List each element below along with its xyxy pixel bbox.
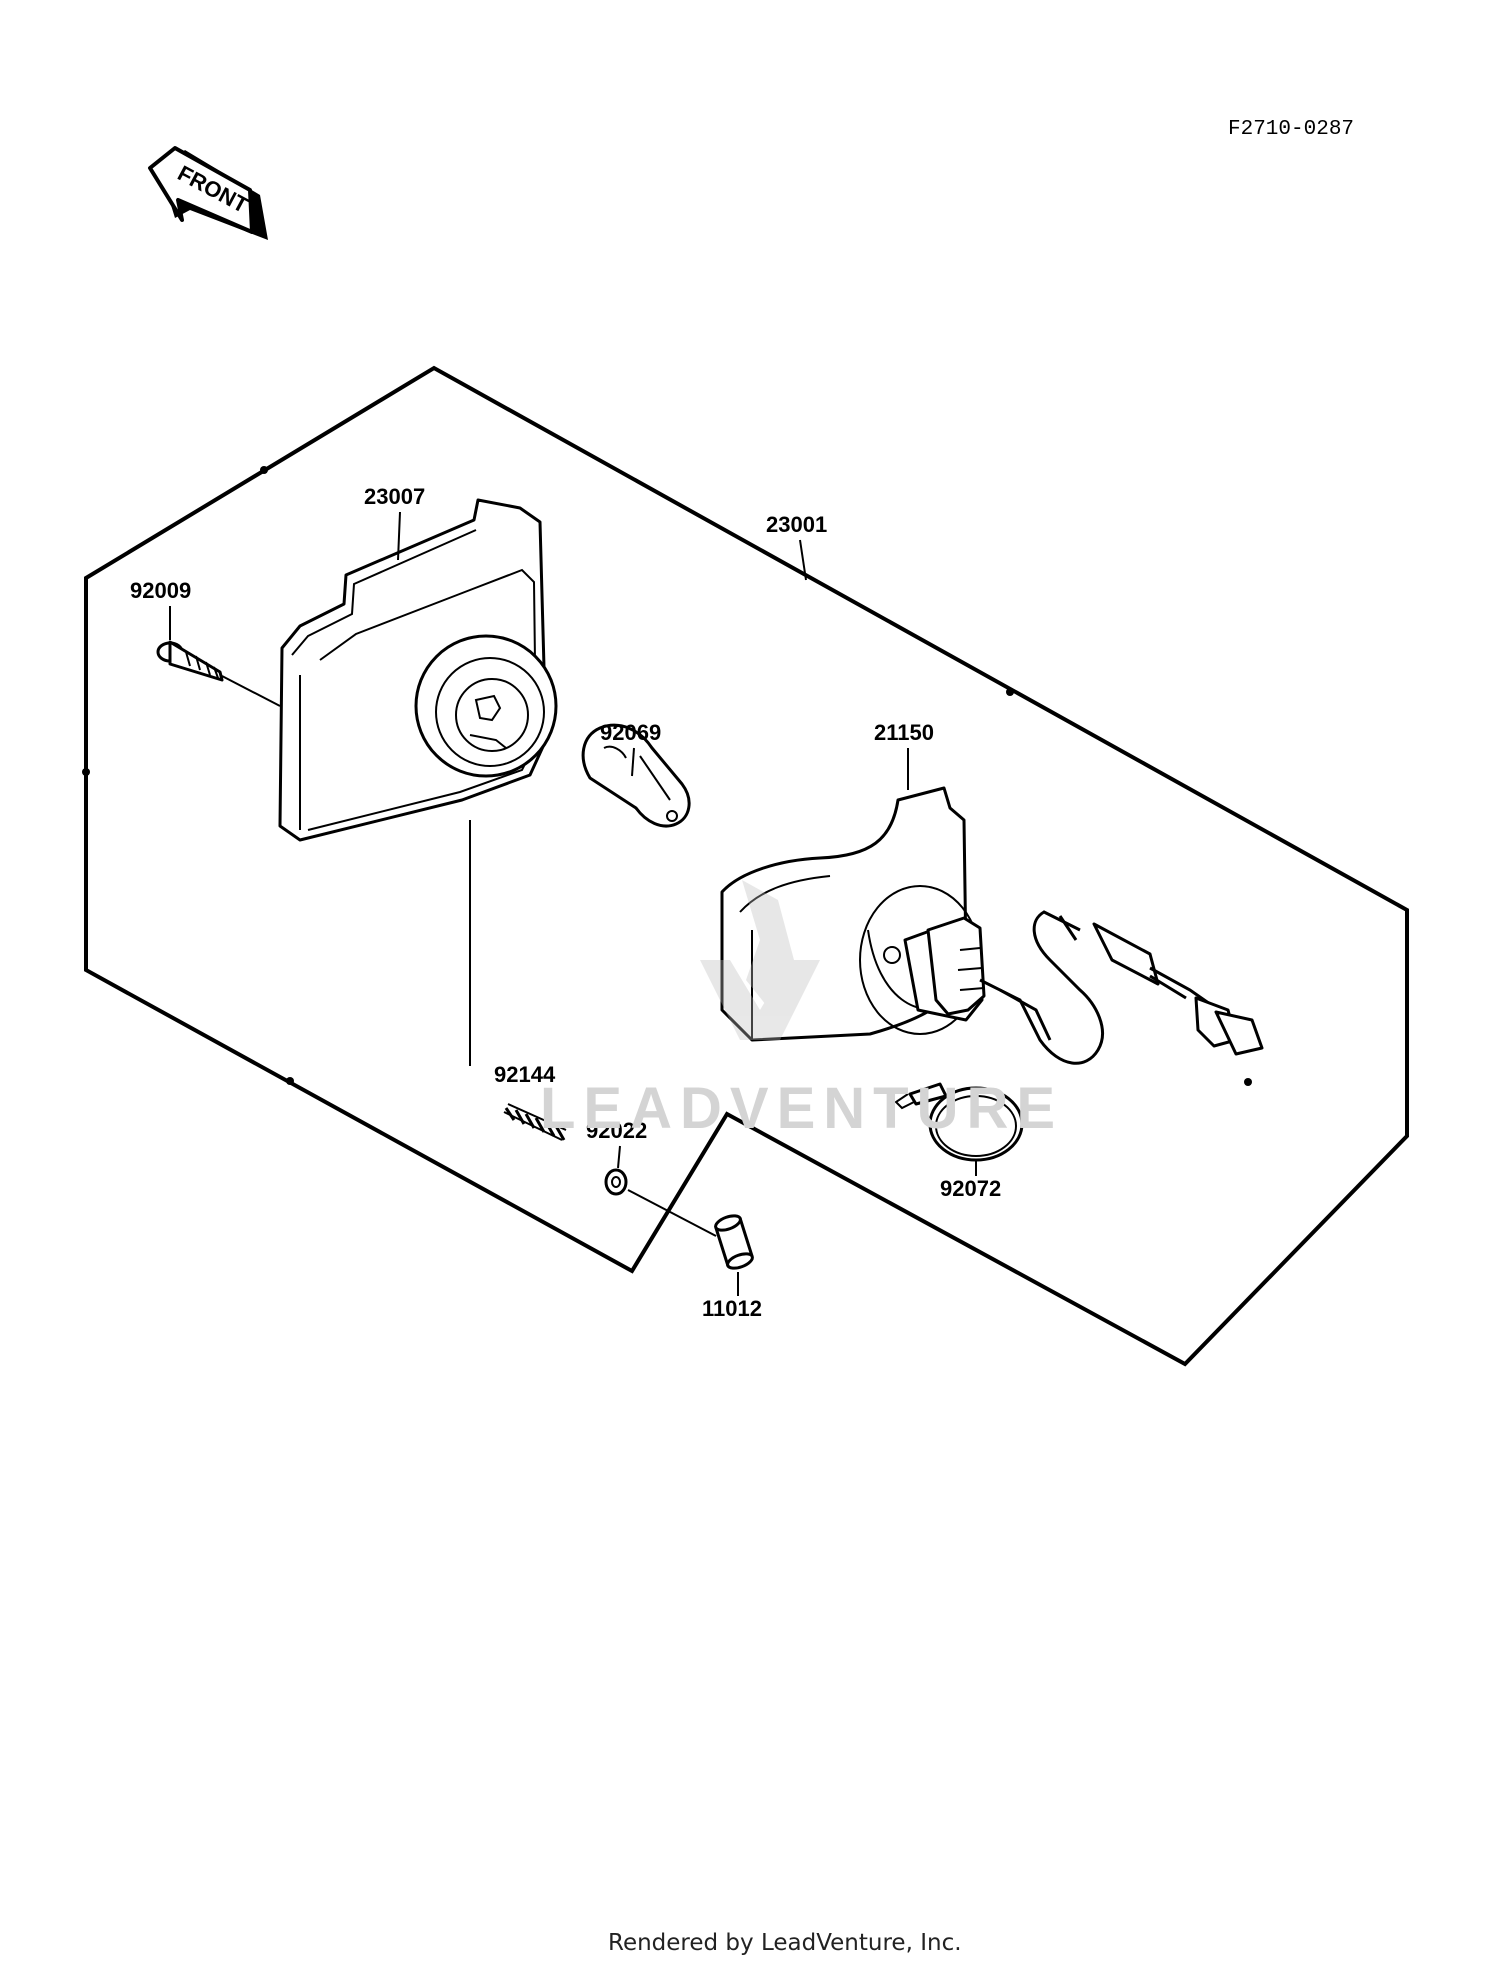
label-92072: 92072 [940,1176,1001,1201]
collar-11012 [714,1214,754,1270]
assembly-outline [84,365,1409,1367]
leader-23001 [799,539,807,581]
label-92144: 92144 [494,1062,556,1087]
label-23001: 23001 [766,512,827,537]
footer-credit: Rendered by LeadVenture, Inc. [608,1930,962,1956]
leader-92069 [631,747,635,777]
boundary-ticks [82,466,1252,1086]
watermark-logo [700,880,820,1040]
front-arrow-icon: FRONT [148,146,268,240]
label-92022: 92022 [586,1118,647,1143]
bulb-92069 [581,723,691,828]
label-23007: 23007 [364,484,425,509]
screw-92009 [156,640,224,682]
washer-92022 [604,1168,628,1196]
label-21150: 21150 [874,720,934,745]
leader-92022-to-collar [627,1189,717,1237]
label-92009: 92009 [130,578,191,603]
leader-92009-to-lens [221,675,281,707]
leader-92022 [617,1145,621,1169]
spring-92144 [503,1103,567,1141]
watermark-text: LEADVENTURE [540,1076,1063,1141]
leader-23007 [397,511,401,561]
diagram-code: F2710-0287 [1228,118,1354,141]
label-92069: 92069 [600,720,661,745]
lens-23007 [278,498,558,842]
label-11012: 11012 [702,1296,762,1321]
socket-housing-21150 [720,786,1264,1065]
